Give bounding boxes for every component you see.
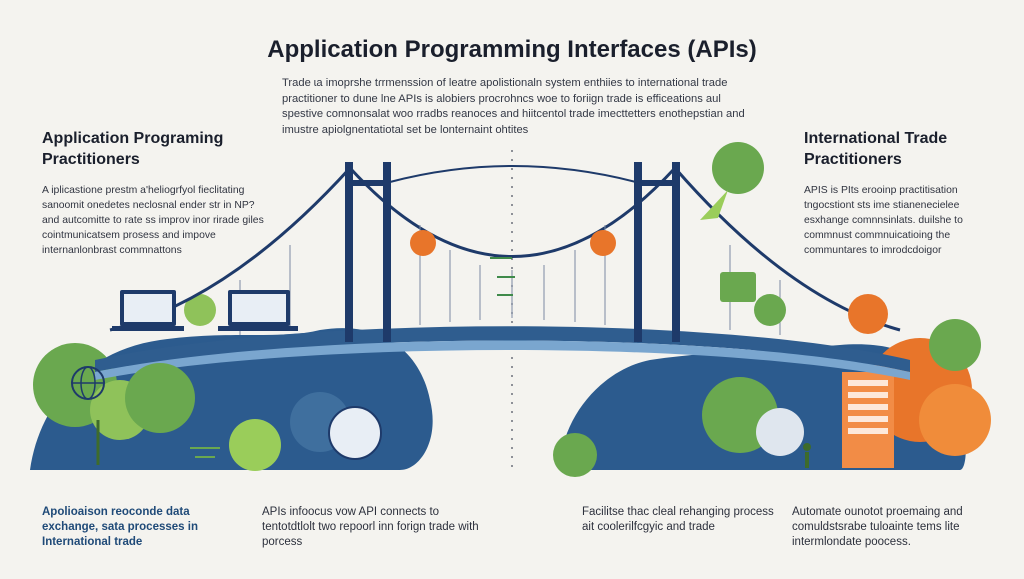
left-cable-badge (410, 230, 436, 256)
bridge-hangers (239, 225, 781, 335)
right-bush-low (553, 433, 597, 477)
right-tower-beam (634, 180, 680, 186)
left-tower-beam (345, 180, 391, 186)
person-figure-head (803, 443, 811, 451)
footer-text-1: Apolioaison reoconde data exchange, sata… (42, 506, 198, 548)
chat-icon-bubble (848, 294, 888, 334)
left-tower-pillar-a (345, 162, 353, 342)
speech-tail (700, 190, 728, 220)
app-grid-icon (720, 272, 756, 302)
data-flow-arrows (490, 257, 515, 296)
right-orange-tree-small (919, 384, 991, 456)
right-tower-pillar-b (672, 162, 680, 342)
page-title: Application Programming Interfaces (APIs… (267, 36, 757, 63)
person-figure-icon (805, 452, 809, 468)
leaf-icon-bubble (754, 294, 786, 326)
intro-paragraph: Trade ɩa imoprshe tɾrmenssion of leatre … (282, 77, 745, 136)
footer-text-2: APIs infoocus vow API connects to tentot… (262, 506, 479, 548)
footer-text-3: Facilitse thac cleal rehanging process a… (582, 506, 774, 533)
center-main-cable (348, 166, 677, 258)
document-icon-bubble (756, 408, 804, 456)
right-panel-heading: International Trade Practitioners (804, 130, 948, 168)
left-panel-text: A iplicastione prestm a'heliogrfyol fiec… (42, 185, 264, 256)
left-panel-heading: Application Programing Practitioners (42, 130, 224, 168)
right-panel-text: APIS is PIts erooinp practitisation tngo… (804, 185, 963, 256)
network-node-icon (125, 363, 195, 433)
right-laptop (218, 290, 298, 331)
link-icon-bubble (229, 419, 281, 471)
globe-network-icon (328, 406, 382, 460)
right-tower-pillar-a (634, 162, 642, 342)
transaction-icon-bubble (712, 142, 764, 194)
bridge-deck (95, 326, 910, 372)
right-cable-badge (590, 230, 616, 256)
left-bush-top (184, 294, 216, 326)
top-cross-cable (389, 165, 637, 183)
right-bush-top (929, 319, 981, 371)
footer-text-4: Automate ounotot proemaing and comuldsts… (792, 506, 963, 548)
bridge-deck-underside (95, 340, 910, 380)
left-laptop (112, 290, 184, 331)
office-building (842, 372, 894, 468)
left-tower-pillar-b (383, 162, 391, 342)
